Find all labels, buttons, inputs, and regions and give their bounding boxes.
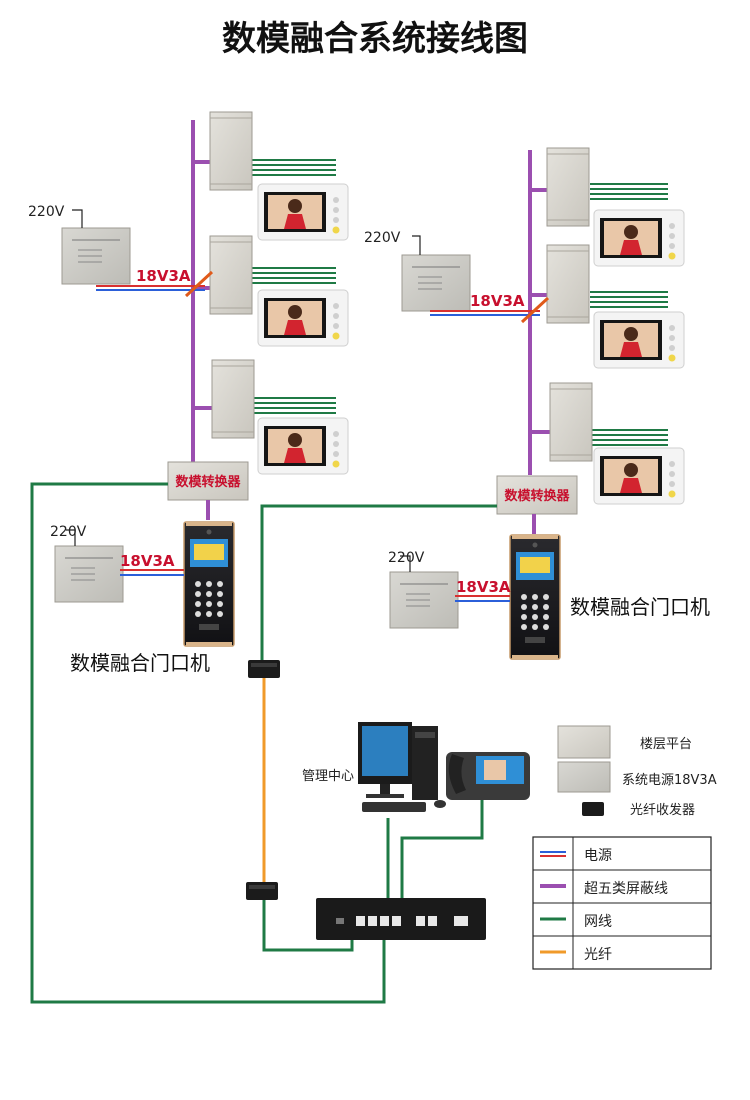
power-label: 18V3A <box>456 578 511 596</box>
door-station <box>183 521 235 647</box>
diagram-title: 数模融合系统接线图 <box>222 19 528 59</box>
fiber-transceiver <box>248 660 280 678</box>
door-station <box>509 534 561 660</box>
floor-platform <box>209 235 253 315</box>
fiber-transceiver-legend-icon <box>582 802 604 816</box>
digital-analog-converter <box>167 461 249 501</box>
fiber-transceiver <box>246 882 278 900</box>
indoor-monitor <box>593 209 685 267</box>
indoor-monitor <box>257 183 349 241</box>
system-power-supply <box>61 227 131 285</box>
floor-platform <box>549 382 593 462</box>
legend-cat5-label: 超五类屏蔽线 <box>584 881 668 897</box>
legend-fiber-transceiver: 光纤收发器 <box>630 802 695 818</box>
system-power-supply <box>54 545 124 603</box>
door-station-label: 数模融合门口机 <box>570 595 710 619</box>
network-switch <box>316 898 486 940</box>
indoor-monitor <box>257 289 349 347</box>
left-tower: 220V 18V3A 数模转换器 数模融合门口机 220V 18V3A <box>28 111 349 675</box>
legend-power-label: 电源 <box>584 848 612 864</box>
floor-platform <box>209 111 253 191</box>
legend-floor-platform: 楼层平台 <box>640 737 692 752</box>
management-center: 管理中心 <box>302 722 530 812</box>
converter-label: 数模转换器 <box>175 474 241 490</box>
indoor-monitor <box>257 417 349 475</box>
system-power-supply <box>401 254 471 312</box>
line-legend: 电源 超五类屏蔽线 网线 光纤 <box>532 836 712 970</box>
converter-label: 数模转换器 <box>504 488 570 504</box>
digital-analog-converter <box>496 475 578 515</box>
management-center-label: 管理中心 <box>302 769 354 784</box>
device-legend: 楼层平台 系统电源18V3A 光纤收发器 <box>557 725 717 818</box>
system-power-supply <box>389 571 459 629</box>
door-station-label: 数模融合门口机 <box>70 651 210 675</box>
legend-network-label: 网线 <box>584 914 612 930</box>
voltage-label: 220V <box>388 550 425 566</box>
indoor-monitor <box>593 311 685 369</box>
floor-platform-legend-icon <box>557 725 611 759</box>
floor-platform <box>546 147 590 227</box>
power-label: 18V3A <box>136 267 191 285</box>
voltage-label: 220V <box>364 230 401 246</box>
power-supply-legend-icon <box>557 761 611 793</box>
voltage-label: 220V <box>28 204 65 220</box>
network-links <box>30 482 497 1004</box>
floor-platform <box>546 244 590 324</box>
legend-system-power: 系统电源18V3A <box>622 773 717 788</box>
indoor-monitor <box>593 447 685 505</box>
power-label: 18V3A <box>470 292 525 310</box>
voltage-label: 220V <box>50 524 87 540</box>
power-label: 18V3A <box>120 552 175 570</box>
legend-fiber-label: 光纤 <box>584 947 612 963</box>
floor-platform <box>211 359 255 439</box>
right-tower: 220V 18V3A 数模转换器 数模融合门口机 220V 18V3A <box>364 147 710 660</box>
